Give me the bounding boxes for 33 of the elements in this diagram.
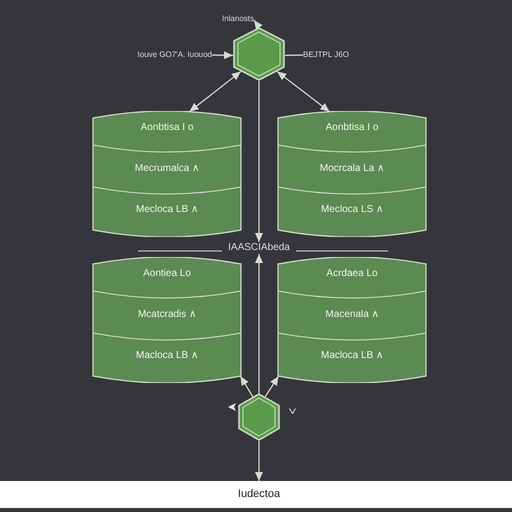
segment-label: Mocrcala La ∧ <box>320 162 384 176</box>
segment-label: Macloca LB ∧ <box>320 349 384 363</box>
database-cylinder <box>277 111 427 237</box>
segment-label: Mecloca LB ∧ <box>136 203 198 217</box>
segment-label: Mecloca LS ∧ <box>320 203 384 217</box>
callout-label: Iouve GO7'A. Iuouod <box>138 49 212 61</box>
arrow <box>255 81 263 242</box>
database-cylinder <box>92 257 242 383</box>
arrow <box>254 20 263 30</box>
divider-label: IAASCIAbeda <box>228 242 290 254</box>
arrow <box>255 254 263 393</box>
segment-label: Aontiea Lo <box>143 267 191 281</box>
hexagon <box>233 27 285 81</box>
segment-label: Aonbtisa I o <box>140 121 194 135</box>
segment-label: Macenala ∧ <box>325 308 379 322</box>
database-cylinder <box>92 111 242 237</box>
callout-label: BEJTPL J6O <box>303 49 349 61</box>
segment-label: Mecrumalca ∧ <box>134 162 200 176</box>
segment-label: Macloca LB ∧ <box>136 349 198 363</box>
arrow <box>264 376 279 397</box>
database-cylinder <box>277 257 427 383</box>
arrow <box>189 71 242 112</box>
leader-line <box>284 54 304 56</box>
arrow <box>276 71 330 112</box>
arrow <box>240 376 254 397</box>
segment-label: Aonbtisa I o <box>326 121 378 135</box>
segment-label: Acrdaea Lo <box>326 267 378 281</box>
segment-label: Mcatcradis ∧ <box>138 308 196 322</box>
caption-bar: Iudectoa <box>0 481 512 508</box>
arrow <box>255 441 263 481</box>
hexagon <box>238 393 280 441</box>
callout-label: Inlanosts <box>222 13 254 25</box>
arrow <box>212 51 234 60</box>
